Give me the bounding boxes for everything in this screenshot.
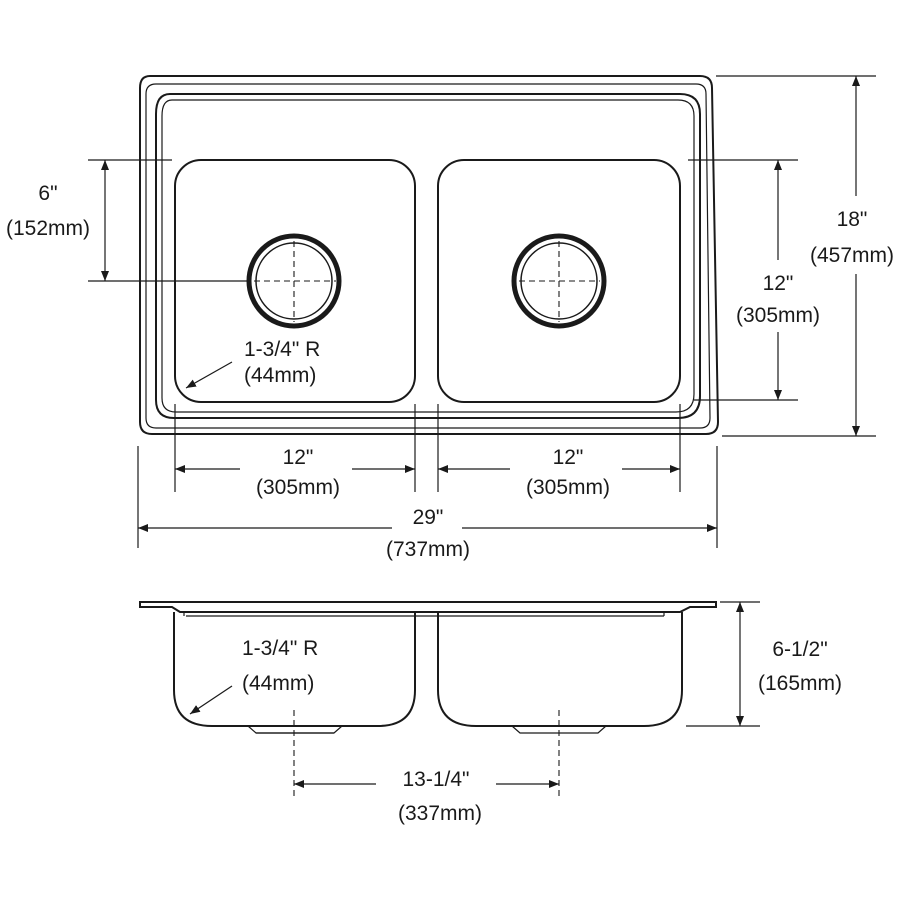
overall-width-label: 29" <box>413 506 444 529</box>
side-radius-leader <box>189 685 233 715</box>
side-left-bowl <box>173 612 416 727</box>
depth-mm-label: (165mm) <box>758 672 842 695</box>
left-radius-label: 1-3/4" R <box>244 338 320 361</box>
overall-length-label: 18" <box>837 208 868 231</box>
top-view: 6" (152mm) 1-3/4" R (44mm) 12" (305mm) 1… <box>6 75 894 561</box>
left-radius-leader <box>185 361 233 389</box>
left-bowl-width-mm-label: (305mm) <box>256 476 340 499</box>
left-drain <box>246 233 342 329</box>
bowl-length-label: 12" <box>763 272 794 295</box>
overall-width-mm-label: (737mm) <box>386 538 470 561</box>
right-drain <box>511 233 607 329</box>
drain-offset-mm-label: (152mm) <box>6 217 90 240</box>
side-right-bowl <box>437 612 683 727</box>
left-bowl-width-label: 12" <box>283 446 314 469</box>
right-bowl <box>437 159 681 403</box>
overall-length-mm-label: (457mm) <box>810 244 894 267</box>
side-radius-mm-label: (44mm) <box>242 672 314 695</box>
right-bowl-width-label: 12" <box>553 446 584 469</box>
drain-offset-label: 6" <box>38 182 57 205</box>
bowl-length-mm-label: (305mm) <box>736 304 820 327</box>
sink-deck-inner <box>161 99 695 413</box>
sink-rim-inner-line <box>145 83 711 429</box>
side-left-drain <box>247 725 343 734</box>
drain-spacing-mm-label: (337mm) <box>398 802 482 825</box>
left-radius-mm-label: (44mm) <box>244 364 316 387</box>
right-bowl-width-mm-label: (305mm) <box>526 476 610 499</box>
side-view: 1-3/4" R (44mm) 6-1/2" (165mm) 13-1/4" (… <box>139 601 842 825</box>
sink-deck <box>155 93 701 419</box>
side-radius-label: 1-3/4" R <box>242 637 318 660</box>
drain-spacing-label: 13-1/4" <box>403 768 470 791</box>
depth-label: 6-1/2" <box>772 638 827 661</box>
dimension-drain-offset <box>88 159 248 282</box>
side-deck-flange <box>139 601 717 613</box>
sink-outer-rim <box>139 75 720 435</box>
